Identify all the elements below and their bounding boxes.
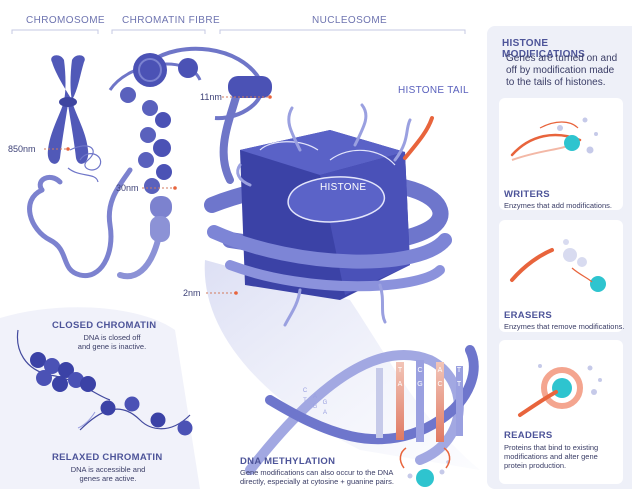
dna-letter: C: [417, 367, 422, 374]
dna-methylation-title: DNA METHYLATION: [240, 456, 335, 467]
writers-desc: Enzymes that add modifications.: [504, 201, 626, 210]
dna-letter: T: [457, 381, 462, 388]
histone-modifications-desc: Genes are turned on and off by modificat…: [506, 53, 628, 89]
dna-letter: T: [457, 367, 462, 374]
closed-chromatin-desc-line: and gene is inactive.: [62, 342, 162, 351]
dna-letter: A: [398, 381, 403, 388]
erasers-illustration: [512, 239, 606, 292]
scale-label-2nm: 2nm: [183, 288, 201, 298]
relaxed-chromatin-desc: DNA is accessible and genes are active.: [58, 465, 158, 483]
readers-desc-line: protein production.: [504, 461, 628, 470]
dna-strand-left: [30, 170, 130, 276]
dna-letter: C: [303, 388, 308, 394]
readers-desc-line: Proteins that bind to existing: [504, 443, 628, 452]
erasers-desc: Enzymes that remove modifications.: [504, 322, 628, 331]
dna-methylation-desc-line: directly, especially at cytosine + guani…: [240, 477, 460, 486]
histone-modifications-desc-line: Genes are turned on and: [506, 53, 628, 65]
dna-letter: T: [398, 367, 403, 374]
relaxed-chromatin-desc-line: genes are active.: [58, 474, 158, 483]
header-brackets: [12, 30, 465, 34]
readers-title: READERS: [504, 430, 553, 441]
scale-label-30nm: 30nm: [116, 183, 139, 193]
scale-label-11nm: 11nm: [200, 92, 222, 102]
dna-letter: G: [313, 404, 318, 410]
dna-letter: G: [417, 381, 422, 388]
dna-methylation-desc: Gene modifications can also occur to the…: [240, 468, 460, 486]
writers-illustration: [512, 118, 598, 161]
closed-chromatin-desc-line: DNA is closed off: [62, 333, 162, 342]
readers-desc-line: modifications and alter gene: [504, 452, 628, 461]
scale-label-850nm: 850nm: [8, 144, 36, 154]
dna-methylation-desc-line: Gene modifications can also occur to the…: [240, 468, 460, 477]
writers-title: WRITERS: [504, 189, 550, 200]
header-chromatin-fibre: CHROMATIN FIBRE: [122, 15, 220, 26]
readers-illustration: [520, 364, 602, 415]
dna-letter: A: [313, 394, 317, 400]
closed-chromatin-desc: DNA is closed off and gene is inactive.: [62, 333, 162, 351]
dna-letter: T: [303, 398, 307, 404]
histone-modifications-desc-line: to the tails of histones.: [506, 77, 628, 89]
histone-modifications-desc-line: off by modification made: [506, 65, 628, 77]
dna-strand-loop: [40, 177, 60, 190]
closed-chromatin-title: CLOSED CHROMATIN: [52, 320, 156, 331]
histone-label: HISTONE: [320, 182, 366, 193]
header-chromosome: CHROMOSOME: [26, 15, 105, 26]
histone-tail-label: HISTONE TAIL: [398, 85, 469, 96]
header-nucleosome: NUCLEOSOME: [312, 15, 387, 26]
dna-letter: A: [323, 410, 327, 416]
dna-letter: A: [438, 367, 443, 374]
relaxed-chromatin-title: RELAXED CHROMATIN: [52, 452, 162, 463]
dna-letter: G: [323, 400, 328, 406]
erasers-title: ERASERS: [504, 310, 552, 321]
relaxed-chromatin-desc-line: DNA is accessible and: [58, 465, 158, 474]
dna-letter: C: [437, 381, 442, 388]
readers-desc: Proteins that bind to existing modificat…: [504, 443, 628, 470]
